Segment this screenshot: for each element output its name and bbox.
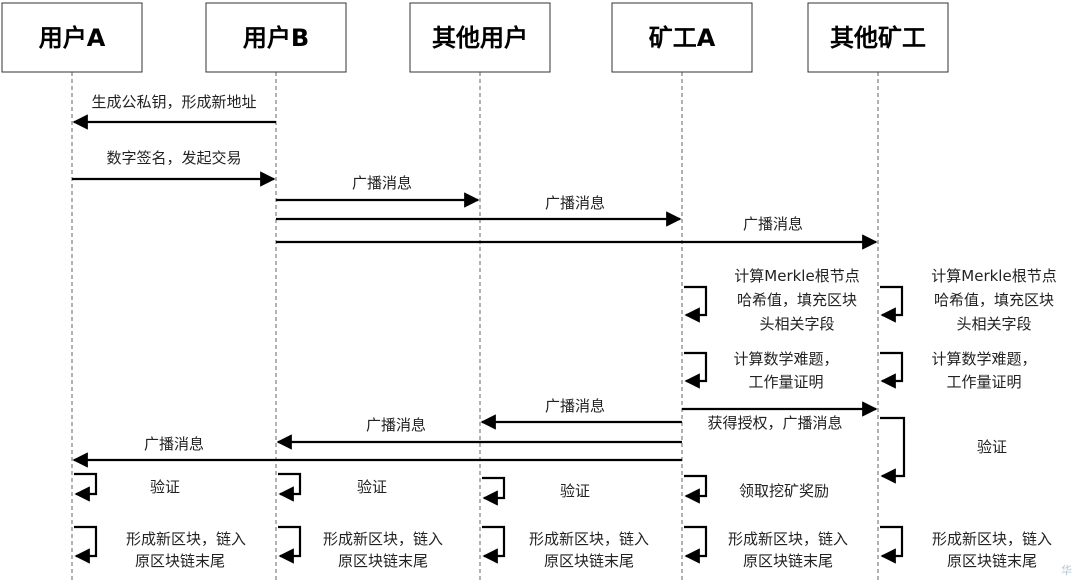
loop-user-a-chain — [74, 525, 98, 564]
label-miner-a-merkle-3: 头相关字段 — [759, 315, 834, 333]
loop-other-miners-verify — [880, 416, 906, 484]
loop-user-a-verify — [74, 472, 98, 502]
label-other-miners-chain-2: 原区块链末尾 — [947, 552, 1037, 570]
loop-miner-a-merkle — [684, 285, 708, 323]
label-miner-a-reward: 领取挖矿奖励 — [739, 482, 829, 500]
loop-miner-a-reward — [684, 474, 708, 504]
label-broadcast-other-miners: 广播消息 — [743, 215, 803, 233]
participant-label: 矿工A — [649, 24, 716, 52]
loop-other-miners-chain — [880, 525, 904, 564]
loop-user-b-verify — [278, 472, 302, 502]
label-others-chain-2: 原区块链末尾 — [544, 552, 634, 570]
message-arrows — [72, 114, 878, 468]
lifelines — [71, 72, 879, 582]
label-sign-tx: 数字签名，发起交易 — [106, 149, 241, 167]
label-miner-a-to-user-b: 广播消息 — [366, 416, 426, 434]
label-broadcast-others: 广播消息 — [352, 174, 412, 192]
label-user-b-chain-1: 形成新区块，链入 — [323, 530, 443, 548]
label-other-miners-merkle-2: 哈希值，填充区块 — [934, 291, 1054, 309]
message-labels: 生成公私钥，形成新地址 数字签名，发起交易 广播消息 广播消息 广播消息 计算M… — [91, 93, 1056, 570]
label-other-miners-merkle-3: 头相关字段 — [956, 315, 1031, 333]
label-granted: 获得授权，广播消息 — [707, 414, 842, 432]
watermark: 华 — [1061, 564, 1072, 577]
label-other-miners-chain-1: 形成新区块，链入 — [932, 530, 1052, 548]
loop-other-miners-merkle — [880, 285, 904, 323]
label-miner-a-chain-2: 原区块链末尾 — [743, 552, 833, 570]
self-loops — [74, 285, 906, 564]
label-other-miners-pow-2: 工作量证明 — [946, 373, 1021, 391]
loop-miner-a-chain — [684, 525, 708, 564]
loop-others-verify — [482, 476, 506, 506]
label-miner-a-pow-1: 计算数学难题， — [733, 350, 838, 368]
participant-user-b: 用户B — [205, 2, 347, 73]
label-user-a-verify: 验证 — [150, 478, 180, 496]
participant-label: 用户B — [243, 24, 309, 52]
label-user-b-verify: 验证 — [357, 478, 387, 496]
participant-user-a: 用户A — [1, 2, 143, 73]
loop-user-b-chain — [278, 525, 302, 564]
label-others-chain-1: 形成新区块，链入 — [529, 530, 649, 548]
label-broadcast-miner-a: 广播消息 — [545, 194, 605, 212]
label-miner-a-chain-1: 形成新区块，链入 — [728, 530, 848, 548]
label-other-miners-pow-1: 计算数学难题， — [931, 350, 1036, 368]
label-other-miners-verify: 验证 — [977, 438, 1007, 456]
label-miner-a-pow-2: 工作量证明 — [748, 373, 823, 391]
label-user-a-chain-2: 原区块链末尾 — [135, 552, 225, 570]
participant-other-users: 其他用户 — [409, 2, 551, 73]
participant-label: 用户A — [39, 24, 106, 52]
participant-label: 其他矿工 — [830, 24, 926, 52]
label-miner-a-to-others: 广播消息 — [545, 397, 605, 415]
label-miner-a-to-user-a: 广播消息 — [144, 435, 204, 453]
loop-others-chain — [482, 525, 506, 564]
label-miner-a-merkle-1: 计算Merkle根节点 — [734, 267, 859, 285]
label-miner-a-merkle-2: 哈希值，填充区块 — [737, 291, 857, 309]
label-gen-keys: 生成公私钥，形成新地址 — [91, 93, 256, 111]
label-others-verify: 验证 — [560, 482, 590, 500]
label-user-b-chain-2: 原区块链末尾 — [338, 552, 428, 570]
participant-other-miners: 其他矿工 — [807, 2, 949, 73]
label-user-a-chain-1: 形成新区块，链入 — [126, 530, 246, 548]
participant-label: 其他用户 — [432, 24, 528, 52]
label-other-miners-merkle-1: 计算Merkle根节点 — [931, 267, 1056, 285]
loop-miner-a-pow — [684, 351, 708, 389]
participant-miner-a: 矿工A — [611, 2, 753, 73]
loop-other-miners-pow — [880, 351, 904, 389]
